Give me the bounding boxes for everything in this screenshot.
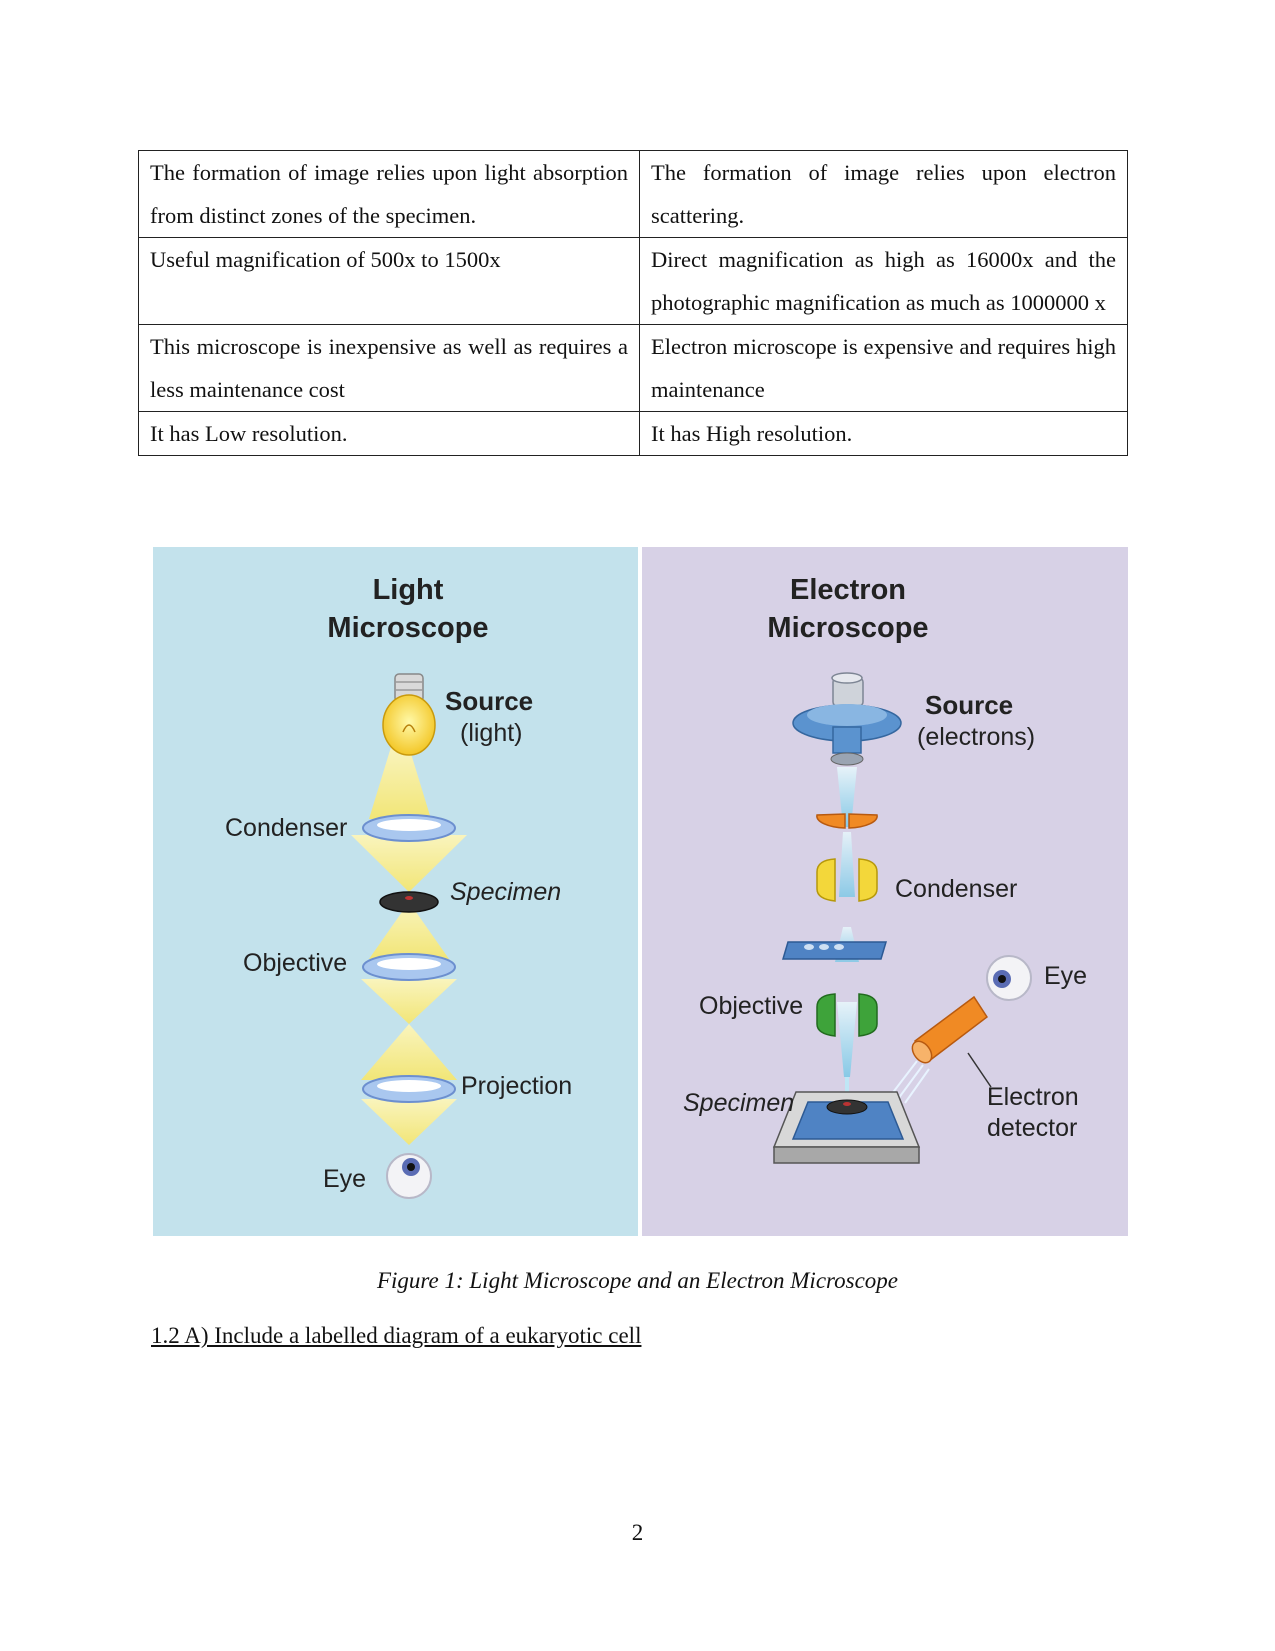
electron-condenser-label: Condenser [895, 875, 1017, 903]
electron-condenser-icon [816, 858, 878, 902]
electron-detector-label-line1: Electron [987, 1083, 1079, 1111]
table-cell: Useful magnification of 500x to 1500x [138, 237, 640, 325]
table-row: Useful magnification of 500x to 1500x Di… [138, 237, 1128, 325]
objective-lens-icon [362, 953, 456, 981]
electron-title-line1: Electron [790, 574, 906, 606]
electron-source-sublabel: (electrons) [917, 723, 1035, 751]
electron-source-icon [792, 672, 902, 766]
table-row: This microscope is inexpensive as well a… [138, 324, 1128, 412]
eye-icon [386, 1153, 432, 1199]
light-specimen-label: Specimen [450, 878, 561, 906]
electron-detector-icon [890, 995, 992, 1104]
electron-source-label: Source [925, 690, 1013, 720]
figure-caption: Figure 1: Light Microscope and an Electr… [376, 1268, 898, 1293]
light-bulb-icon [382, 673, 436, 756]
light-title-line1: Light [373, 574, 444, 606]
table-row: The formation of image relies upon light… [138, 150, 1128, 238]
electron-eye-label: Eye [1044, 962, 1087, 990]
electron-objective-label: Objective [699, 992, 803, 1020]
light-title-line2: Microscope [327, 612, 488, 644]
light-panel-background [153, 547, 638, 1236]
light-eye-label: Eye [323, 1165, 366, 1193]
aperture-icon [816, 813, 878, 829]
specimen-icon [379, 891, 439, 913]
condenser-lens-icon [362, 814, 456, 842]
comparison-table: The formation of image relies upon light… [138, 150, 1128, 456]
page-number: 2 [631, 1520, 644, 1545]
microscope-comparison-figure: Light Microscope Source (light) Condense… [153, 547, 1128, 1236]
electron-eye-icon [986, 955, 1032, 1001]
table-cell: This microscope is inexpensive as well a… [138, 324, 640, 412]
electron-microscope-panel: Electron Microscope Source (electrons) [642, 547, 1128, 1236]
light-source-sublabel: (light) [460, 719, 523, 747]
table-cell: It has Low resolution. [138, 411, 640, 456]
table-cell: The formation of image relies upon light… [138, 150, 640, 238]
light-condenser-label: Condenser [225, 814, 347, 842]
projection-lens-icon [362, 1075, 456, 1103]
light-microscope-panel: Light Microscope Source (light) Condense… [153, 547, 638, 1236]
table-row: It has Low resolution. It has High resol… [138, 411, 1128, 456]
electron-specimen-label: Specimen [683, 1089, 794, 1117]
electron-detector-label-line2: detector [987, 1114, 1077, 1142]
table-cell: It has High resolution. [639, 411, 1128, 456]
section-heading: 1.2 A) Include a labelled diagram of a e… [151, 1323, 642, 1348]
specimen-slide-icon [781, 941, 888, 960]
light-projection-label: Projection [461, 1072, 572, 1100]
table-cell: Electron microscope is expensive and req… [639, 324, 1128, 412]
light-source-label: Source [445, 686, 533, 716]
light-objective-label: Objective [243, 949, 347, 977]
electron-objective-icon [816, 993, 878, 1037]
table-cell: Direct magnification as high as 16000x a… [639, 237, 1128, 325]
light-beam [351, 747, 467, 1145]
specimen-stage-icon [772, 1091, 921, 1164]
table-cell: The formation of image relies upon elect… [639, 150, 1128, 238]
electron-title-line2: Microscope [767, 612, 928, 644]
